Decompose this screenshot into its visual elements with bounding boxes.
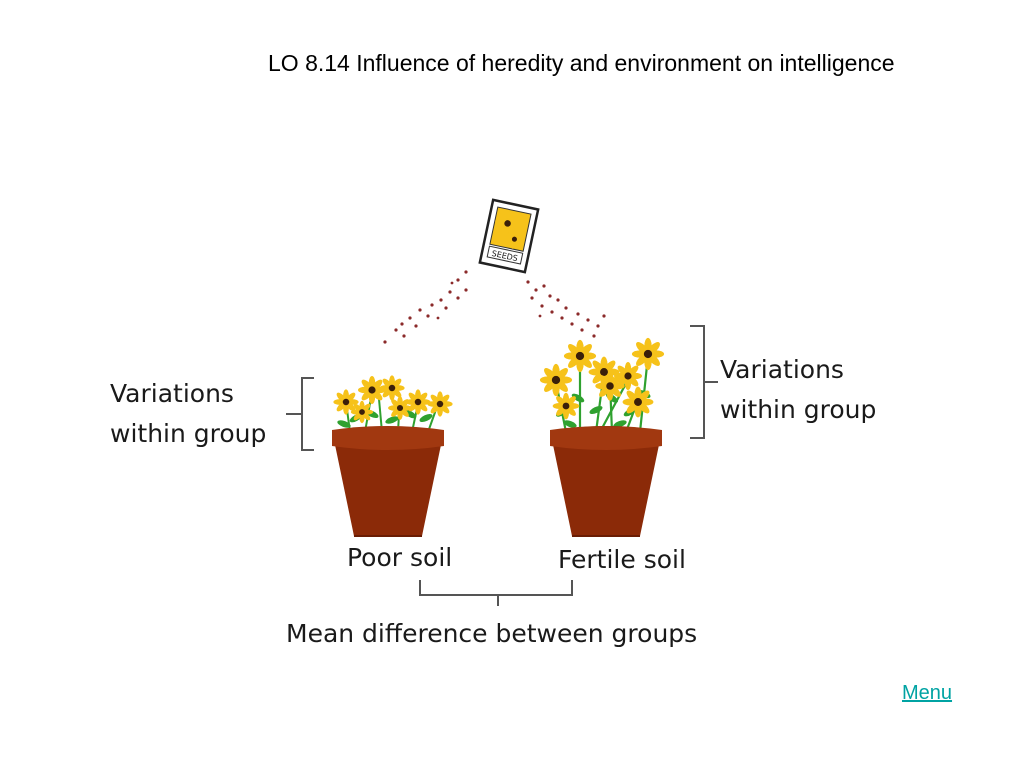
slide-title: LO 8.14 Influence of heredity and enviro…	[268, 50, 895, 76]
left-variation-label-line2: within group	[110, 419, 266, 448]
seed-packet-icon: SEEDS	[478, 198, 540, 274]
right-variation-label-line1: Variations	[720, 355, 844, 384]
left-variation-label-line1: Variations	[110, 379, 234, 408]
seeds-left	[383, 270, 468, 344]
between-groups-label: Mean difference between groups	[286, 619, 697, 648]
seeds-right	[526, 280, 606, 338]
left-variation-bracket	[286, 377, 314, 451]
right-variation-bracket	[690, 325, 718, 439]
fertile-soil-label: Fertile soil	[558, 545, 686, 574]
right-variation-label-line2: within group	[720, 395, 876, 424]
between-groups-bracket	[419, 580, 573, 606]
menu-link[interactable]: Menu	[902, 682, 953, 704]
poor-soil-label: Poor soil	[347, 543, 452, 572]
fertile-soil-pot	[539, 337, 665, 537]
poor-soil-pot	[332, 375, 453, 537]
